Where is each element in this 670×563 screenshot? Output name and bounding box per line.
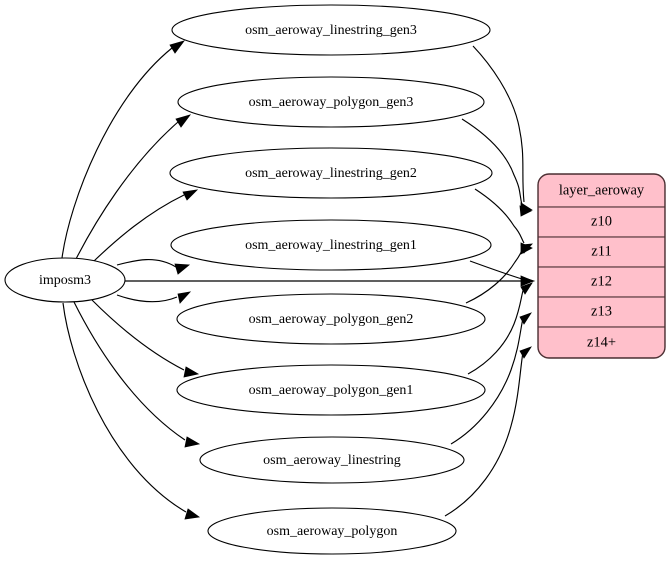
node-osm-aeroway-polygon-gen3-label: osm_aeroway_polygon_gen3 bbox=[249, 95, 414, 110]
table-row-z13-cell[interactable] bbox=[538, 296, 665, 328]
arrowhead-linestring bbox=[184, 436, 201, 448]
node-osm-aeroway-linestring-shape[interactable] bbox=[199, 436, 465, 484]
table-rows-group bbox=[538, 174, 665, 358]
table-row-z13-label: z13 bbox=[591, 303, 612, 319]
arrowhead-z12-b bbox=[520, 282, 533, 295]
node-osm-aeroway-linestring-gen3-shape[interactable] bbox=[171, 4, 491, 56]
edge-imposm3-to-polygon-gen1 bbox=[91, 299, 185, 371]
node-osm-aeroway-linestring-gen1-label: osm_aeroway_linestring_gen1 bbox=[245, 238, 417, 253]
edge-imposm3-to-linestring-gen1 bbox=[116, 259, 177, 268]
edge-imposm3-to-polygon-gen2 bbox=[116, 294, 178, 303]
edge-imposm3-to-polygon bbox=[62, 302, 187, 513]
arrowhead-z12-direct bbox=[521, 276, 536, 286]
arrowhead-polygon-gen3 bbox=[175, 114, 192, 128]
node-osm-aeroway-polygon-gen3-shape[interactable] bbox=[177, 76, 485, 128]
node-osm-aeroway-polygon-gen2-label: osm_aeroway_polygon_gen2 bbox=[249, 312, 414, 327]
arrowhead-linestring-gen1 bbox=[174, 263, 191, 275]
node-layer-aeroway-table[interactable]: layer_aeroway z10 z11 z12 z13 z14+ bbox=[537, 173, 666, 359]
edge-polygon-gen1-to-z12 bbox=[467, 286, 525, 375]
edge-linestring-gen3-to-z10 bbox=[472, 45, 525, 203]
edges-source-to-nodes bbox=[61, 40, 201, 520]
node-osm-aeroway-linestring-gen1[interactable]: osm_aeroway_linestring_gen1 bbox=[170, 219, 492, 271]
table-row-z10-cell[interactable] bbox=[538, 206, 665, 238]
table-row-z11-label: z11 bbox=[591, 243, 611, 259]
node-imposm3-label: imposm3 bbox=[39, 273, 91, 288]
node-osm-aeroway-linestring-gen3[interactable]: osm_aeroway_linestring_gen3 bbox=[171, 4, 491, 56]
node-imposm3-shape[interactable] bbox=[4, 257, 126, 303]
edge-polygon-to-z14 bbox=[444, 351, 524, 517]
node-osm-aeroway-linestring-gen2-label: osm_aeroway_linestring_gen2 bbox=[245, 166, 417, 181]
table-row-z14-cell[interactable] bbox=[538, 326, 665, 358]
node-osm-aeroway-polygon[interactable]: osm_aeroway_polygon bbox=[207, 507, 457, 555]
arrowhead-z11-b bbox=[520, 243, 533, 254]
edge-imposm3-to-polygon-gen3 bbox=[75, 121, 179, 260]
node-osm-aeroway-polygon-label: osm_aeroway_polygon bbox=[267, 524, 398, 539]
table-outline bbox=[537, 173, 666, 359]
edge-polygon-gen2-to-z11 bbox=[465, 245, 525, 304]
edge-linestring-to-z13 bbox=[450, 317, 524, 445]
table-row-z14-label: z14+ bbox=[587, 334, 616, 350]
node-osm-aeroway-linestring-gen2[interactable]: osm_aeroway_linestring_gen2 bbox=[169, 147, 493, 199]
arrowhead-z10-b bbox=[519, 205, 532, 217]
arrowhead-z13 bbox=[519, 312, 532, 325]
table-row-z11-cell[interactable] bbox=[538, 236, 665, 268]
arrowhead-polygon-gen2 bbox=[177, 291, 192, 304]
node-imposm3[interactable]: imposm3 bbox=[4, 257, 126, 303]
arrowhead-polygon-gen1 bbox=[183, 366, 200, 378]
table-row-z10-label: z10 bbox=[591, 213, 612, 229]
table-row-z12-cell[interactable] bbox=[538, 266, 665, 298]
node-osm-aeroway-linestring-gen1-shape[interactable] bbox=[170, 219, 492, 271]
node-osm-aeroway-linestring-label: osm_aeroway_linestring bbox=[263, 453, 401, 468]
arrowhead-linestring-gen3 bbox=[169, 40, 186, 54]
node-osm-aeroway-polygon-shape[interactable] bbox=[207, 507, 457, 555]
table-header-label: layer_aeroway bbox=[559, 182, 645, 198]
node-osm-aeroway-linestring-gen2-shape[interactable] bbox=[169, 147, 493, 199]
edge-polygon-gen3-to-z10 bbox=[461, 118, 523, 206]
node-osm-aeroway-linestring[interactable]: osm_aeroway_linestring bbox=[199, 436, 465, 484]
edge-imposm3-to-linestring bbox=[73, 301, 186, 441]
node-osm-aeroway-polygon-gen1-shape[interactable] bbox=[176, 364, 486, 416]
node-osm-aeroway-polygon-gen2-shape[interactable] bbox=[176, 293, 486, 345]
node-osm-aeroway-linestring-gen3-label: osm_aeroway_linestring_gen3 bbox=[245, 23, 417, 38]
arrowhead-z14 bbox=[519, 346, 532, 359]
arrowhead-polygon bbox=[184, 508, 201, 520]
edge-imposm3-to-linestring-gen3 bbox=[61, 47, 173, 259]
table-row-z12-label: z12 bbox=[591, 273, 612, 289]
node-osm-aeroway-polygon-gen1-label: osm_aeroway_polygon_gen1 bbox=[249, 383, 414, 398]
edge-imposm3-to-linestring-gen2 bbox=[93, 194, 185, 262]
edge-linestring-gen2-to-z11 bbox=[474, 188, 525, 244]
node-osm-aeroway-polygon-gen1[interactable]: osm_aeroway_polygon_gen1 bbox=[176, 364, 486, 416]
edges-nodes-to-table bbox=[125, 45, 536, 517]
edge-linestring-gen1-to-z12 bbox=[469, 260, 523, 280]
node-osm-aeroway-polygon-gen2[interactable]: osm_aeroway_polygon_gen2 bbox=[176, 293, 486, 345]
arrowhead-linestring-gen2 bbox=[182, 189, 199, 201]
node-osm-aeroway-polygon-gen3[interactable]: osm_aeroway_polygon_gen3 bbox=[177, 76, 485, 128]
